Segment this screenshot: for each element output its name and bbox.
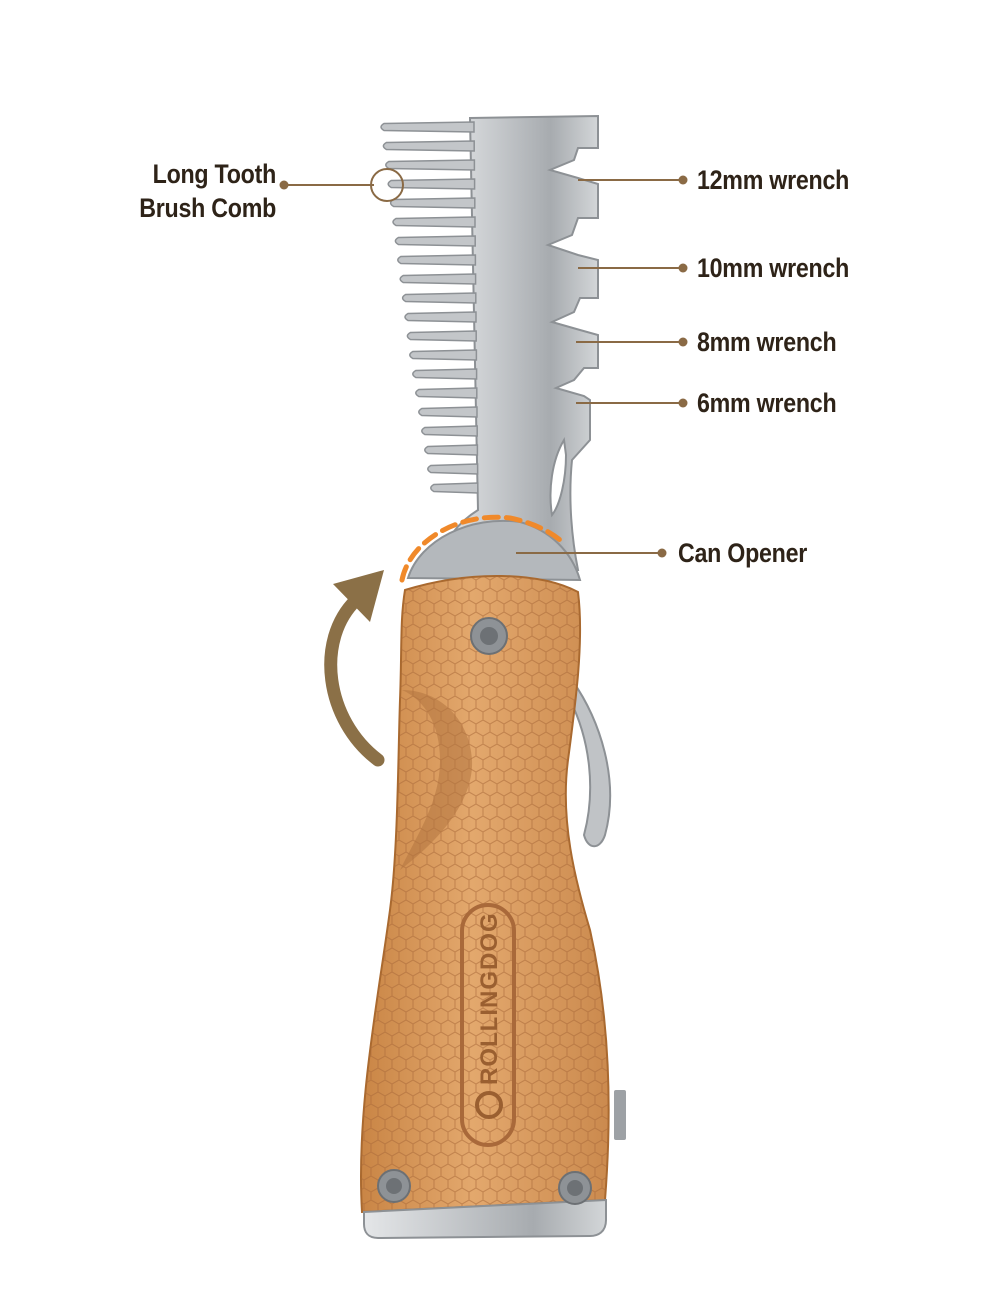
- comb-tooth: [415, 387, 478, 399]
- comb-tooth: [418, 406, 478, 418]
- brand-logo-text: ROLLINGDOG: [476, 912, 503, 1085]
- rear-tool-loop: [568, 677, 612, 848]
- torx-screw-icon: [558, 1171, 592, 1205]
- label-can-opener: Can Opener: [678, 538, 808, 568]
- comb-tooth: [412, 368, 478, 380]
- label-10mm-wrench: 10mm wrench: [697, 253, 850, 283]
- label-6mm-wrench: 6mm wrench: [697, 388, 837, 418]
- comb-tooth: [430, 482, 479, 494]
- comb-tooth: [427, 463, 479, 475]
- comb-tooth: [382, 140, 475, 152]
- comb-tooth: [392, 216, 476, 228]
- leader-can-opener-dot: [657, 548, 667, 558]
- comb-tooth: [389, 197, 476, 209]
- leader-10mm-dot: [678, 263, 688, 273]
- comb-tooth: [421, 425, 478, 437]
- leader-comb-ring: [370, 168, 404, 202]
- torx-screw-icon: [470, 617, 508, 655]
- curved-rotation-arrow-icon: [324, 570, 385, 767]
- leader-lines: [279, 168, 688, 558]
- leader-8mm-dot: [678, 337, 688, 347]
- brand-badge: ROLLINGDOG: [460, 903, 516, 1147]
- comb-blade: [380, 114, 599, 582]
- label-12mm-wrench: 12mm wrench: [697, 165, 850, 195]
- label-long-tooth-comb: Long Tooth Brush Comb: [139, 157, 276, 225]
- label-long-tooth-comb-line1: Long Tooth: [152, 159, 277, 189]
- label-long-tooth-comb-line2: Brush Comb: [139, 193, 276, 223]
- label-8mm-wrench: 8mm wrench: [697, 327, 837, 357]
- comb-tooth: [424, 444, 479, 456]
- right-bottom-tab: [614, 1090, 626, 1140]
- comb-tooth: [404, 311, 477, 323]
- bottom-bolster: [363, 1198, 607, 1240]
- thumb-scoop: [400, 690, 473, 870]
- comb-tooth: [385, 159, 476, 171]
- brand-logo-mark: [475, 1091, 503, 1119]
- leader-6mm-dot: [678, 398, 688, 408]
- comb-tooth: [401, 292, 477, 304]
- comb-tooth: [394, 235, 476, 247]
- leader-comb-dot: [279, 180, 289, 190]
- comb-teeth: [380, 121, 479, 494]
- wood-handle: [359, 575, 610, 1214]
- can-opener-highlight: [399, 514, 563, 583]
- leader-12mm-dot: [678, 175, 688, 185]
- comb-tooth: [406, 330, 477, 342]
- torx-screw-icon: [377, 1169, 411, 1203]
- comb-tooth: [380, 121, 475, 133]
- comb-tooth: [387, 178, 476, 190]
- comb-tooth: [399, 273, 477, 285]
- comb-tooth: [409, 349, 478, 361]
- can-opener-slot: [549, 437, 568, 518]
- comb-tooth: [397, 254, 477, 266]
